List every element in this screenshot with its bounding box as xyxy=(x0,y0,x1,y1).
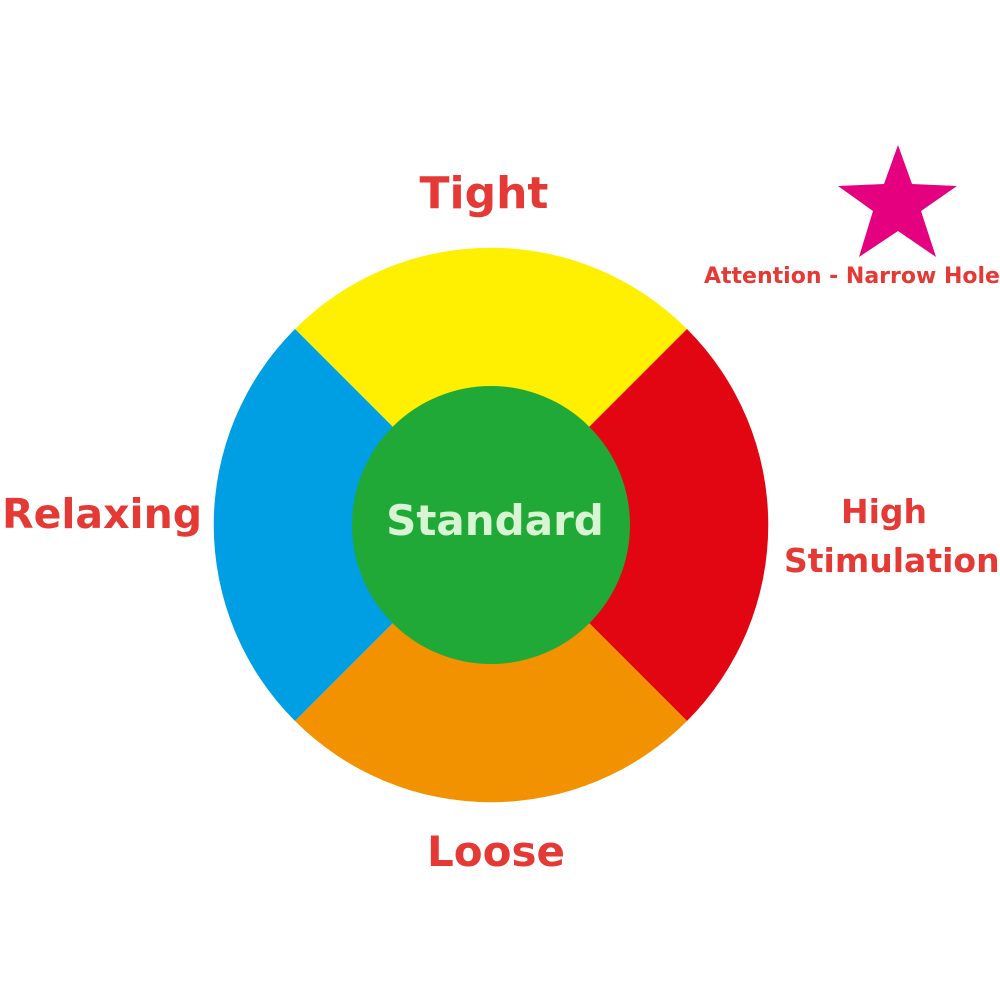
star-icon xyxy=(838,145,957,257)
label-loose: Loose xyxy=(427,827,565,876)
label-high-stimulation-line-2: Stimulation xyxy=(784,541,1000,580)
label-high-stimulation-line-1: High xyxy=(840,492,928,531)
label-tight: Tight xyxy=(419,168,549,219)
label-relaxing: Relaxing xyxy=(2,490,203,538)
center-standard-circle xyxy=(352,386,630,664)
label-standard: Standard xyxy=(386,496,604,545)
attention-note: Attention - Narrow Hole! xyxy=(704,264,1000,289)
label-high-stimulation: High Stimulation xyxy=(784,487,1000,585)
